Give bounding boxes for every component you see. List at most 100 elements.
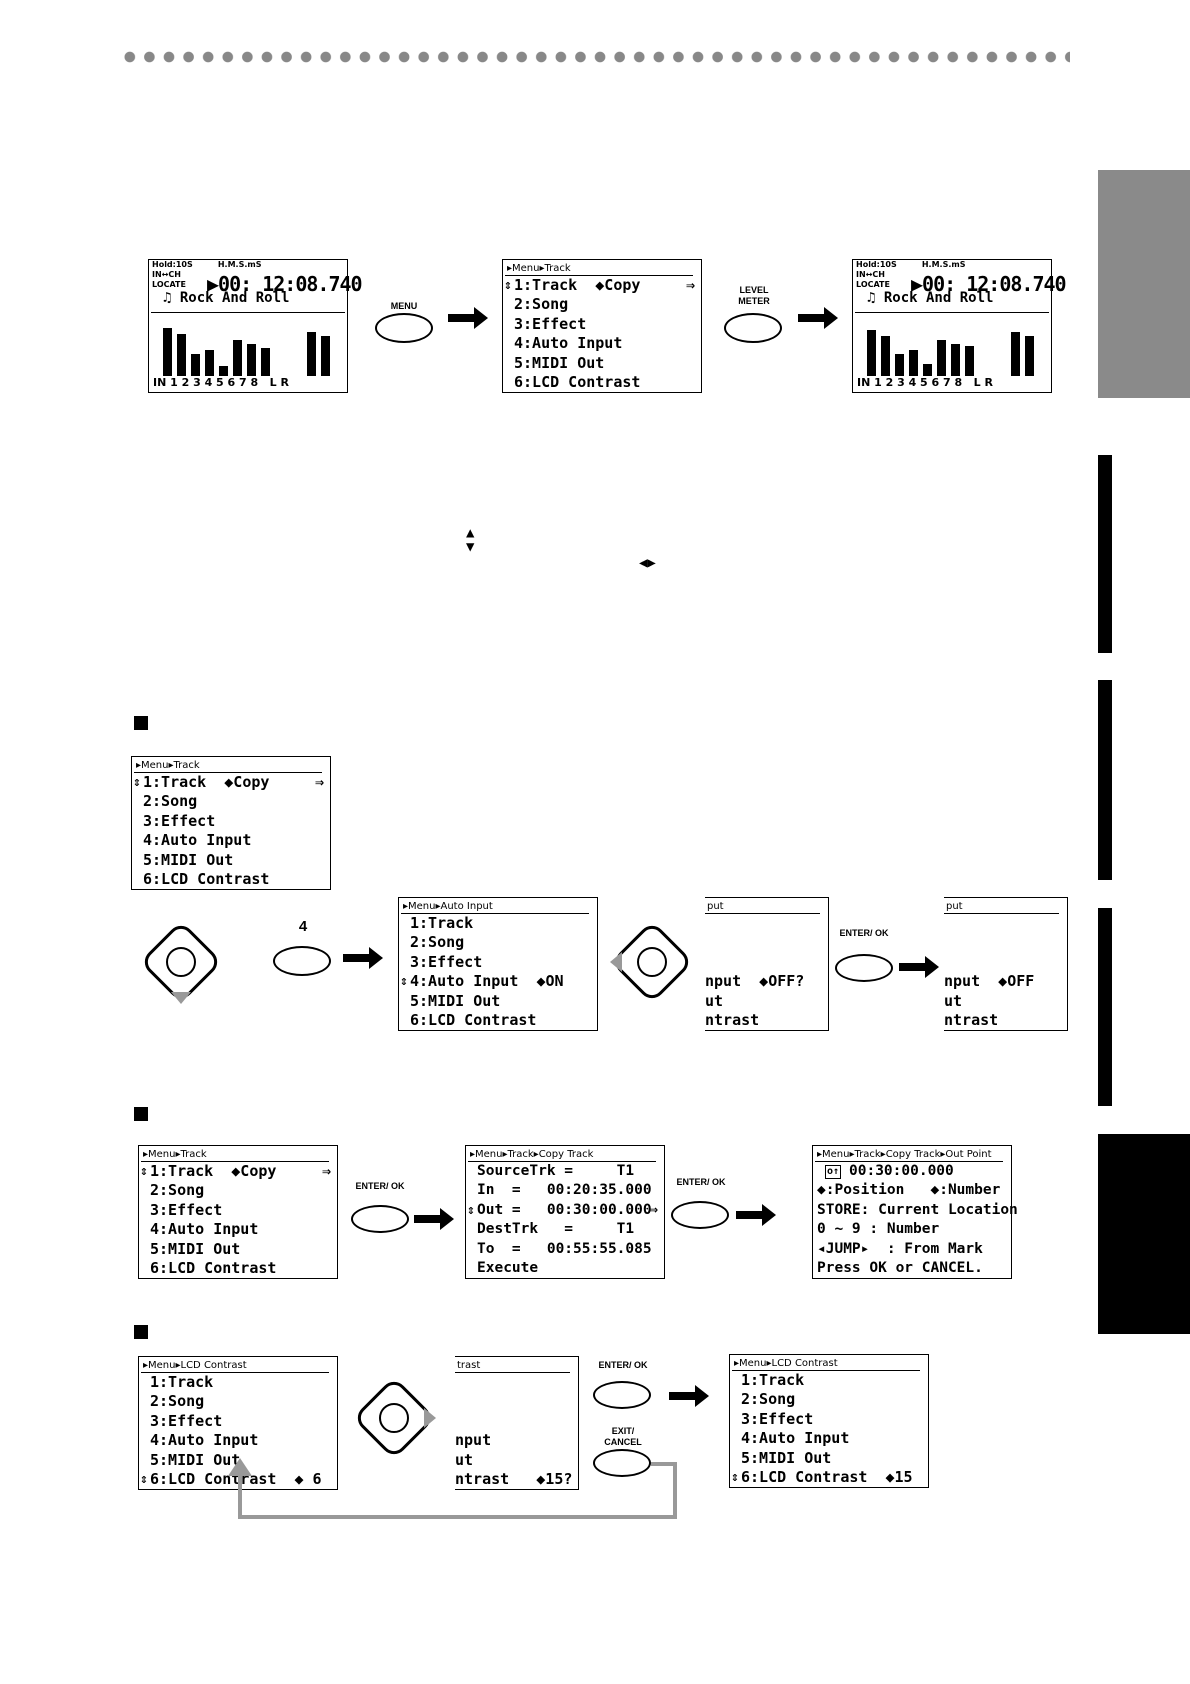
copy-option: ◆Copy — [595, 276, 641, 294]
song-name: Rock And Roll — [883, 290, 994, 306]
time-display: 00: 12:08.740 — [922, 272, 1067, 296]
copy-option: ◆Copy — [231, 1162, 277, 1180]
menu-item: ut — [944, 991, 963, 1010]
menu-item: ntrast — [944, 1010, 999, 1029]
menu-item: 3:Effect — [143, 811, 216, 830]
song-name: Rock And Roll — [179, 290, 290, 306]
updown-icon: ⇕ — [731, 1469, 739, 1485]
next-arrow-icon: ⇒ — [649, 1201, 658, 1218]
menu-track-screen-3: ▸Menu▸Track ⇕1:Track ◆Copy⇒ 2:Song 3:Eff… — [138, 1145, 338, 1279]
menu-item: 6:LCD Contrast — [741, 1467, 868, 1486]
right-arrow-icon — [899, 956, 939, 978]
menu-item: 1:Track — [150, 1162, 214, 1180]
menu-item: 2:Song — [741, 1390, 796, 1409]
dpad-right-icon[interactable] — [348, 1372, 440, 1464]
contrast-value: ◆ 6 — [294, 1469, 322, 1488]
level-meter-button-label: LEVEL METER — [738, 285, 770, 306]
meter-bar — [895, 354, 904, 376]
meter-bar — [261, 348, 270, 376]
exit-cancel-button[interactable] — [593, 1449, 651, 1477]
meter-bar — [1025, 336, 1034, 376]
meter-bar — [1011, 332, 1020, 376]
side-bar-2 — [1098, 680, 1112, 880]
menu-item: 3:Effect — [514, 314, 587, 333]
updown-icon: ⇕ — [400, 974, 408, 990]
copy-track-screen: ▸Menu▸Track▸Copy Track SourceTrk = T1 In… — [465, 1145, 665, 1279]
lcd-contrast-screen-2: ▸Menu▸LCD Contrast 1:Track 2:Song 3:Effe… — [729, 1354, 929, 1488]
screen-header: put — [944, 900, 1059, 914]
dpad-left-icon[interactable] — [606, 916, 698, 1008]
screen-header: Menu▸LCD Contrast — [739, 1358, 838, 1369]
menu-item: 4:Auto Input — [410, 972, 519, 991]
right-arrow-icon — [736, 1204, 776, 1226]
menu-item: ut — [455, 1450, 474, 1469]
menu-item: 2:Song — [143, 792, 198, 811]
help-line: ◆:Position ◆:Number — [817, 1182, 1001, 1199]
enter-ok-button[interactable] — [351, 1205, 409, 1233]
menu-track-screen-1: ▸Menu▸Track ⇕1:Track ◆Copy⇒ 2:Song 3:Eff… — [502, 259, 702, 393]
updown-icon: ⇕ — [504, 278, 512, 293]
updown-icon: ⇕ — [140, 1471, 148, 1487]
menu-item: nput ◆OFF? — [705, 972, 805, 991]
menu-item: 1:Track — [741, 1371, 805, 1389]
menu-button[interactable] — [375, 313, 433, 343]
menu-item: nput ◆OFF — [944, 972, 1035, 991]
screen-header: Menu▸Auto Input — [408, 901, 493, 912]
menu-item: 4:Auto Input — [741, 1429, 850, 1448]
auto-input-confirm-screen: put nput ◆OFF? ut ntrast — [705, 897, 829, 1031]
screen-header: Menu▸Track▸Copy Track — [475, 1149, 594, 1160]
menu-item: 6:LCD Contrast — [150, 1258, 277, 1277]
screen-header: Menu▸LCD Contrast — [148, 1360, 247, 1371]
menu-item: 6:LCD Contrast — [410, 1010, 537, 1029]
out-point-screen: ▸Menu▸Track▸Copy Track▸Out Point o↑00:30… — [812, 1145, 1018, 1279]
help-line: 0 ~ 9 : Number — [817, 1221, 940, 1238]
channel-labels: IN 1 2 3 4 5 6 7 8 L R — [153, 376, 289, 389]
enter-ok-button[interactable] — [593, 1381, 651, 1409]
menu-item: 2:Song — [150, 1181, 205, 1200]
time-format-label: H.M.S.mS — [921, 260, 966, 269]
right-arrow-icon — [448, 307, 488, 329]
meter-bar — [247, 344, 256, 376]
menu-button-label: MENU — [390, 301, 418, 311]
exit-cancel-label: EXIT/ CANCEL — [604, 1426, 642, 1447]
meter-bar — [965, 346, 974, 376]
out-point-icon: o↑ — [825, 1165, 842, 1179]
home-screen-2: Hold:10S H.M.S.mS IN↔CH LOCATE ▶00: 12:0… — [852, 259, 1067, 393]
meter-bar — [867, 330, 876, 376]
screen-header: trast — [455, 1359, 570, 1373]
menu-item: 1:Track — [150, 1373, 214, 1391]
menu-item: 5:MIDI Out — [143, 850, 234, 869]
meter-bar — [177, 334, 186, 376]
menu-item: 2:Song — [410, 933, 465, 952]
hold-label: Hold:10S — [856, 260, 897, 269]
enter-ok-button[interactable] — [671, 1201, 729, 1229]
screen-header: put — [705, 900, 820, 914]
help-line: ◂JUMP▸ : From Mark — [817, 1240, 983, 1257]
time-format-label: H.M.S.mS — [217, 260, 262, 269]
menu-item: 1:Track — [410, 914, 474, 932]
menu-item: ut — [705, 991, 724, 1010]
level-meter-button[interactable] — [724, 313, 782, 343]
key-4-label: 4 — [298, 918, 308, 935]
key-4-button[interactable] — [273, 946, 331, 976]
copy-field: DestTrk = T1 — [477, 1221, 635, 1238]
lcd-contrast-confirm-screen: trast nput ut ntrast ◆15? — [455, 1356, 579, 1490]
menu-item: nput — [455, 1431, 492, 1450]
meter-bar — [205, 350, 214, 376]
section-marker — [134, 716, 148, 730]
menu-item: 5:MIDI Out — [410, 991, 501, 1010]
menu-item: 3:Effect — [741, 1409, 814, 1428]
meter-bar — [937, 340, 946, 376]
enter-ok-label: ENTER/ OK — [598, 1360, 648, 1370]
menu-item: 4:Auto Input — [150, 1220, 259, 1239]
section-marker — [134, 1325, 148, 1339]
meter-bar — [163, 328, 172, 376]
dpad-down-icon[interactable] — [135, 916, 227, 1008]
meter-bar — [909, 350, 918, 376]
enter-ok-label: ENTER/ OK — [676, 1177, 726, 1187]
updown-icon: ⇕ — [140, 1164, 148, 1179]
next-arrow-icon: ⇒ — [314, 773, 324, 791]
menu-item: 1:Track — [514, 276, 578, 294]
enter-ok-button[interactable] — [835, 954, 893, 982]
menu-item: 6:LCD Contrast — [514, 372, 641, 391]
